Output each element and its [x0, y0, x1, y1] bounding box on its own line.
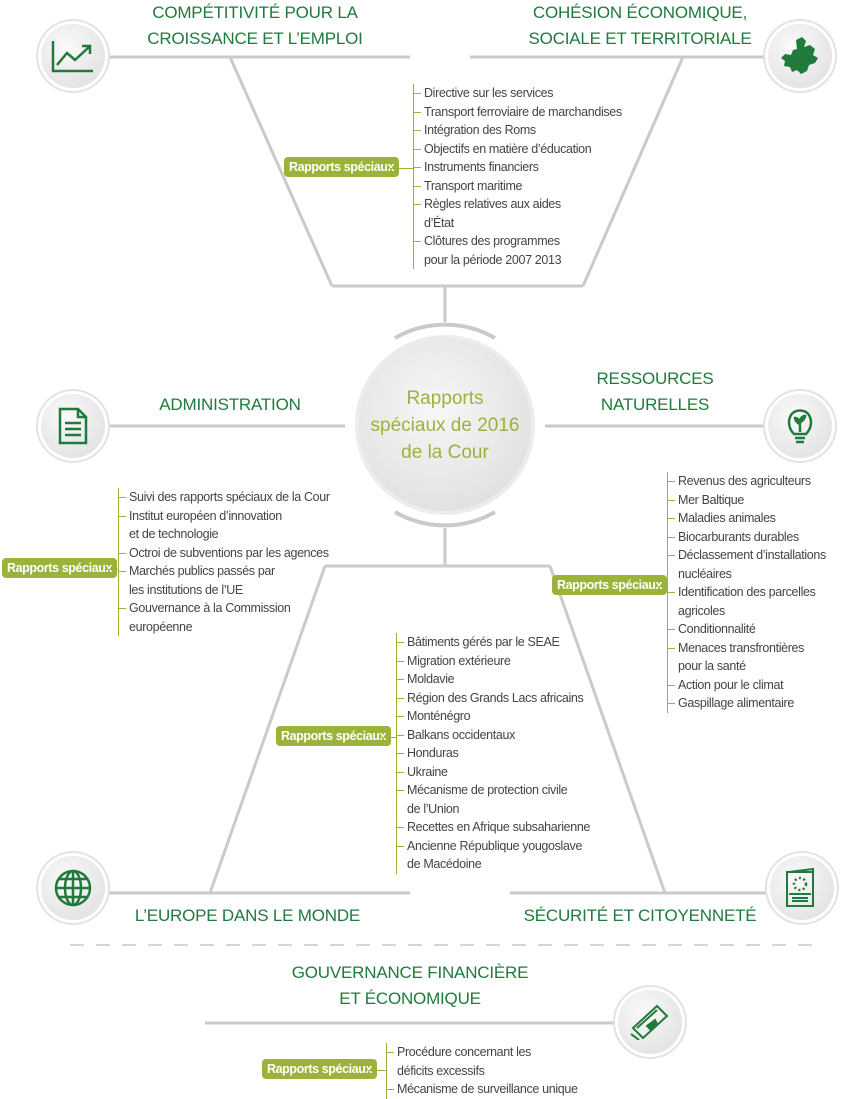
list-item: Moldavie: [395, 670, 590, 689]
list-item-cont: européenne: [129, 619, 193, 634]
badge-connector: [108, 569, 118, 570]
list-item-cont: déficits excessifs: [397, 1063, 485, 1078]
cohesion-report-list: Directive sur les services Transport fer…: [413, 84, 622, 269]
list-item: Menaces transfrontières: [667, 639, 826, 658]
list-item: Gaspillage alimentaire: [667, 694, 826, 713]
list-item: Mer Baltique: [667, 491, 826, 510]
list-item: Monténégro: [395, 707, 590, 726]
list-item-cont: nucléaires: [678, 566, 732, 581]
title-securite: SÉCURITÉ ET CITOYENNETÉ: [523, 906, 757, 925]
list-item-cont: d’État: [424, 215, 454, 230]
list-item: Balkans occidentaux: [395, 726, 590, 745]
list-item-cont: pour la période 2007 2013: [424, 252, 562, 267]
list-item-cont: pour la santé: [678, 659, 746, 673]
title-line: RESSOURCES: [596, 369, 714, 388]
europe-monde-report-list: Bâtiments gérés par le SEAE Migration ex…: [395, 633, 590, 874]
title-ressources: RESSOURCES NATURELLES: [565, 366, 745, 418]
list-item: Institut européen d’innovation: [118, 507, 330, 526]
title-line: CROISSANCE ET L’EMPLOI: [147, 29, 363, 48]
list-item: Objectifs en matière d’éducation: [413, 140, 622, 159]
administration-report-list: Suivi des rapports spéciaux de la Cour I…: [118, 488, 330, 636]
badge-connector: [658, 586, 668, 587]
list-item-cont: les institutions de l’UE: [129, 582, 243, 597]
list-item: Règles relatives aux aides: [413, 195, 622, 214]
list-item: Maladies animales: [667, 509, 826, 528]
list-item: Clôtures des programmes: [413, 232, 622, 251]
center-title-line: Rapports: [406, 387, 484, 409]
list-item: Identification des parcelles: [667, 583, 826, 602]
rapports-speciaux-badge: Rapports spéciaux: [262, 1059, 378, 1079]
list-item: Procédure concernant les: [386, 1043, 578, 1062]
list-item: Mécanisme de surveillance unique: [386, 1080, 578, 1099]
list-item: Bâtiments gérés par le SEAE: [395, 633, 590, 652]
list-item: Migration extérieure: [395, 652, 590, 671]
title-administration: ADMINISTRATION: [159, 395, 301, 414]
ressources-report-list: Revenus des agriculteurs Mer Baltique Ma…: [667, 472, 826, 713]
list-item: Action pour le climat: [667, 676, 826, 695]
list-item-cont: et de technologie: [129, 527, 219, 541]
list-item: Octroi de subventions par les agences: [118, 544, 330, 563]
list-item: Conditionnalité: [667, 620, 826, 639]
chart-growth-icon: [41, 24, 105, 88]
document-icon: [41, 394, 105, 458]
title-line: COHÉSION ÉCONOMIQUE,: [532, 3, 748, 22]
center-title-line: spéciaux de 2016: [370, 414, 520, 436]
badge-connector: [382, 737, 396, 738]
center-title-line: de la Cour: [401, 441, 489, 463]
list-item: Honduras: [395, 744, 590, 763]
badge-connector: [368, 1070, 386, 1071]
list-item: Marchés publics passés par: [118, 562, 330, 581]
title-competitivite: COMPÉTITIVITÉ POUR LA CROISSANCE ET L’EMP…: [130, 0, 380, 52]
title-line: SOCIALE ET TERRITORIALE: [528, 29, 752, 48]
globe-icon: [41, 856, 105, 920]
title-cohesion: COHÉSION ÉCONOMIQUE, SOCIALE ET TERRITORI…: [510, 0, 770, 52]
list-item: Transport ferroviaire de marchandises: [413, 103, 622, 122]
list-item-cont: de Macédoine: [407, 857, 482, 871]
list-item: Revenus des agriculteurs: [667, 472, 826, 491]
title-gouvernance: GOUVERNANCE FINANCIÈRE ET ÉCONOMIQUE: [260, 960, 560, 1012]
title-europe-monde: L’EUROPE DANS LE MONDE: [134, 906, 361, 925]
list-item: Biocarburants durables: [667, 528, 826, 547]
rapports-speciaux-badge: Rapports spéciaux: [2, 558, 118, 578]
banknotes-icon: [618, 990, 682, 1054]
list-item: Déclassement d’installations: [667, 546, 826, 565]
list-item: Directive sur les services: [413, 84, 622, 103]
gouvernance-report-list: Procédure concernant les déficits excess…: [386, 1043, 578, 1099]
list-item: Gouvernance à la Commission: [118, 599, 330, 618]
passport-icon: [770, 856, 834, 920]
title-line: NATURELLES: [600, 395, 710, 414]
title-line: ET ÉCONOMIQUE: [339, 989, 481, 1008]
list-item: Instruments financiers: [413, 158, 622, 177]
lightbulb-plant-icon: [768, 394, 832, 458]
list-item-cont: agricoles: [678, 603, 725, 618]
list-item-cont: de l’Union: [407, 801, 460, 816]
rapports-speciaux-badge: Rapports spéciaux: [552, 575, 668, 595]
rapports-speciaux-badge: Rapports spéciaux: [276, 726, 392, 746]
rapports-speciaux-badge: Rapports spéciaux: [284, 157, 400, 177]
title-line: GOUVERNANCE FINANCIÈRE: [291, 963, 529, 982]
list-item: Ancienne République yougoslave: [395, 837, 590, 856]
list-item: Suivi des rapports spéciaux de la Cour: [118, 488, 330, 507]
list-item: Intégration des Roms: [413, 121, 622, 140]
center-circle: Rapports spéciaux de 2016 de la Cour: [355, 335, 535, 515]
list-item: Recettes en Afrique subsaharienne: [395, 818, 590, 837]
list-item: Région des Grands Lacs africains: [395, 689, 590, 708]
list-item: Transport maritime: [413, 177, 622, 196]
list-item: Mécanisme de protection civile: [395, 781, 590, 800]
list-item: Ukraine: [395, 763, 590, 782]
badge-connector: [390, 168, 414, 169]
title-line: COMPÉTITIVITÉ POUR LA: [152, 3, 358, 22]
europe-map-icon: [768, 24, 832, 88]
